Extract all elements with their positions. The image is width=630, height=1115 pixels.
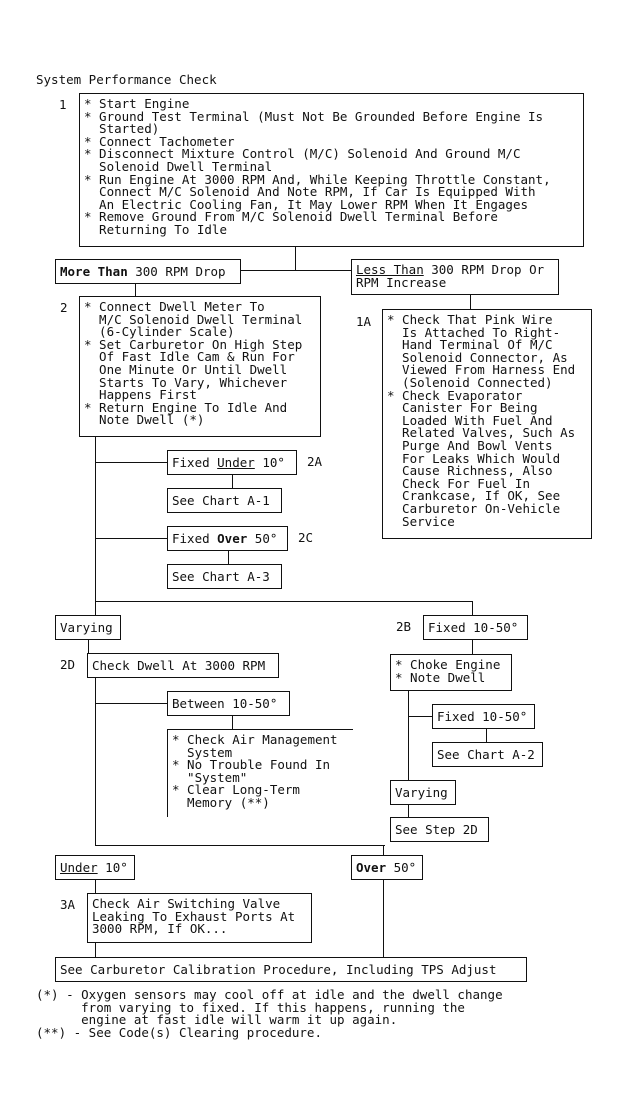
under-label: Under [60, 860, 98, 875]
under-10-box: Under 10° [55, 855, 135, 880]
more-than-rest: 300 RPM Drop [127, 264, 226, 279]
connector [95, 678, 97, 845]
connector [95, 601, 97, 616]
fixed-over-post: 50° [247, 531, 278, 546]
connector [486, 729, 488, 742]
step-label-2b: 2B [396, 619, 412, 634]
connector [95, 601, 472, 603]
varying-second-box: Varying [390, 780, 456, 805]
more-than-label: More Than [60, 264, 128, 279]
over-label: Over [356, 860, 387, 875]
fixed-over-pre: Fixed [172, 531, 218, 546]
step-label-1: 1 [59, 97, 67, 112]
footnote-code-clearing: (**) - See Code(s) Clearing procedure. [36, 1025, 322, 1040]
step1-box: * Start Engine * Ground Test Terminal (M… [79, 93, 584, 247]
connector [95, 703, 167, 705]
connector [241, 270, 352, 272]
connector [472, 601, 474, 615]
less-than-label: Less Than [356, 262, 424, 277]
connector [232, 475, 234, 488]
carburetor-calibration-box: See Carburetor Calibration Procedure, In… [55, 957, 527, 982]
between-10-50-box: Between 10-50° [167, 691, 290, 716]
over-rest: 50° [386, 860, 417, 875]
less-than-rest: 300 RPM Drop Or RPM Increase [356, 262, 545, 290]
connector [383, 845, 385, 855]
step-label-2d: 2D [60, 657, 76, 672]
under-rest: 10° [97, 860, 128, 875]
connector [95, 942, 97, 957]
check-dwell-3000-box: Check Dwell At 3000 RPM [87, 653, 279, 678]
over-50-box: Over 50° [351, 855, 423, 880]
connector [472, 640, 474, 654]
see-chart-a1-box: See Chart A-1 [167, 488, 282, 513]
choke-engine-box: * Choke Engine * Note Dwell [390, 654, 512, 691]
connector [95, 845, 385, 847]
connector [408, 804, 410, 817]
connector [408, 690, 410, 780]
fixed-10-50-second-box: Fixed 10-50° [432, 704, 535, 729]
fixed-under-10-box: Fixed Under 10° [167, 450, 297, 475]
step2-box: * Connect Dwell Meter To M/C Solenoid Dw… [79, 296, 321, 437]
connector [408, 716, 432, 718]
connector [470, 294, 472, 309]
step-label-2c: 2C [298, 530, 314, 545]
connector [383, 880, 385, 957]
fixed-under-post: 10° [254, 455, 285, 470]
footnote-oxygen-sensors: (*) - Oxygen sensors may cool off at idl… [36, 987, 503, 1028]
connector [95, 436, 97, 601]
connector [88, 640, 90, 655]
air-switching-valve-box: Check Air Switching Valve Leaking To Exh… [87, 893, 312, 943]
see-chart-a2-box: See Chart A-2 [432, 742, 543, 767]
air-management-box: * Check Air Management System * No Troub… [167, 729, 353, 817]
connector [228, 550, 230, 564]
fixed-over-50-box: Fixed Over 50° [167, 526, 288, 551]
step-label-3a: 3A [60, 897, 76, 912]
varying-box: Varying [55, 615, 121, 640]
connector [95, 462, 167, 464]
see-chart-a3-box: See Chart A-3 [167, 564, 282, 589]
connector [95, 880, 97, 894]
fixed-under-label: Under [217, 455, 255, 470]
fixed-10-50-box: Fixed 10-50° [423, 615, 528, 640]
connector [232, 716, 234, 729]
connector [95, 538, 167, 540]
see-step-2d-box: See Step 2D [390, 817, 489, 842]
step-label-2a: 2A [307, 454, 323, 469]
step-label-2: 2 [60, 300, 68, 315]
step-label-1a: 1A [356, 314, 372, 329]
fixed-over-label: Over [217, 531, 248, 546]
more-than-300-rpm-drop-box: More Than 300 RPM Drop [55, 259, 241, 284]
less-than-300-rpm-drop-box: Less Than 300 RPM Drop Or RPM Increase [351, 259, 559, 295]
connector [135, 283, 137, 296]
step1a-box: * Check That Pink Wire Is Attached To Ri… [382, 309, 592, 539]
connector [295, 247, 297, 270]
fixed-under-pre: Fixed [172, 455, 218, 470]
page-title: System Performance Check [36, 72, 217, 87]
